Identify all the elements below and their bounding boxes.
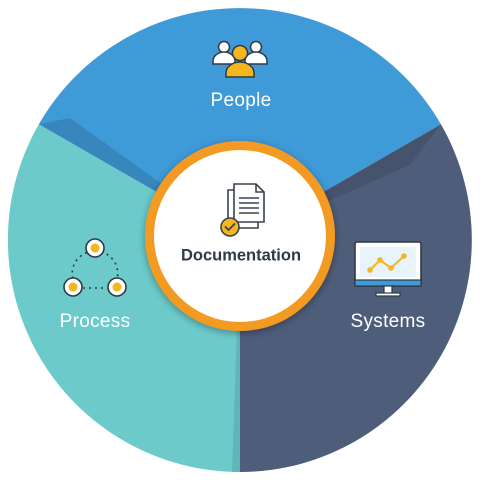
segment-label-people: People — [210, 90, 272, 111]
segment-label-systems: Systems — [350, 311, 426, 332]
monitor-chart-icon — [354, 241, 422, 297]
center-disc — [154, 150, 326, 322]
documents-check-icon — [220, 183, 265, 237]
process-cycle-icon — [63, 238, 127, 297]
segment-people — [38, 8, 441, 240]
segment-label-process: Process — [59, 311, 131, 332]
people-group-icon — [212, 40, 268, 78]
center-label: Documentation — [180, 246, 302, 265]
